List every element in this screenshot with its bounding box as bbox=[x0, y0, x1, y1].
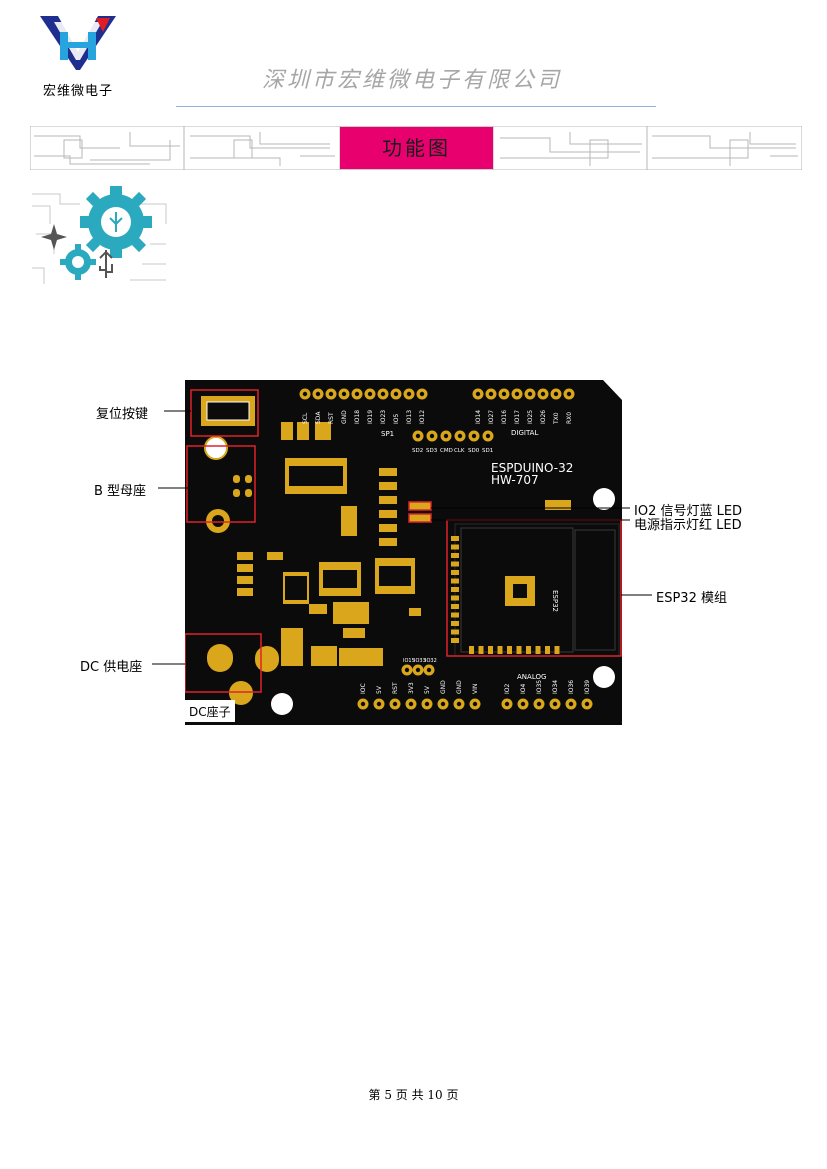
module-pad bbox=[451, 595, 459, 601]
pcb-board: ESP32 DC座子 ESPDUINO-32 HW-707 SP1 DIGITA… bbox=[185, 380, 622, 725]
gears-illustration bbox=[32, 186, 167, 284]
pin-label: 3V3 bbox=[408, 682, 415, 694]
module-pad bbox=[451, 587, 459, 592]
io2-led-highlight bbox=[408, 501, 432, 511]
pin-label: IO16 bbox=[501, 410, 508, 424]
module-pad bbox=[451, 570, 459, 575]
small-gear-icon bbox=[60, 244, 96, 280]
usb-b-callout: B 型母座 bbox=[94, 484, 147, 499]
pin-label: CMD bbox=[440, 448, 453, 454]
pin-label: SD2 bbox=[412, 448, 423, 454]
company-name: 深圳市宏维微电子有限公司 bbox=[262, 68, 563, 93]
pin-label: SCL bbox=[302, 412, 309, 424]
pin-label: SDA bbox=[315, 411, 322, 424]
module-pad bbox=[497, 646, 503, 654]
pin-label: IO23 bbox=[380, 410, 387, 424]
power-led-highlight bbox=[408, 513, 432, 523]
pin-label: TX0 bbox=[553, 412, 560, 425]
pin-label: IO27 bbox=[488, 410, 495, 424]
module-pad bbox=[451, 561, 459, 567]
pin-label: IO19 bbox=[367, 410, 374, 424]
module-pad bbox=[507, 646, 512, 654]
module-pad bbox=[451, 604, 459, 609]
pin-label: IO34 bbox=[552, 680, 559, 694]
pin-label: IO12 bbox=[419, 410, 426, 424]
esp32-callout: ESP32 模组 bbox=[656, 591, 727, 606]
pin-label: IO33 bbox=[414, 658, 426, 664]
pin-label: 5V bbox=[424, 685, 431, 694]
pin-label: IO17 bbox=[514, 410, 521, 424]
pin-label: IO4 bbox=[520, 684, 527, 694]
pin-label: IO25 bbox=[527, 410, 534, 424]
module-pad bbox=[526, 646, 531, 654]
pin-label: IO18 bbox=[354, 410, 361, 424]
pin-label: SD1 bbox=[482, 448, 493, 454]
module-pad bbox=[478, 646, 484, 654]
pin-label: IO32 bbox=[425, 658, 437, 664]
pin-label: CLK bbox=[454, 448, 465, 454]
sparkle-icon bbox=[41, 224, 67, 250]
usb-b-highlight bbox=[186, 445, 256, 523]
reset-button-callout: 复位按键 bbox=[96, 407, 149, 422]
pin-label: IO13 bbox=[406, 410, 413, 424]
pin-label: VIN bbox=[472, 684, 479, 694]
dc-jack-highlight bbox=[185, 633, 262, 693]
pin-label: GND bbox=[341, 410, 348, 424]
module-pad bbox=[451, 553, 459, 558]
module-pad bbox=[488, 646, 493, 654]
sp1-label: SP1 bbox=[381, 430, 394, 438]
pin-label: IO2 bbox=[504, 684, 511, 694]
io2-led-callout: IO2 信号灯蓝 LED bbox=[634, 504, 743, 519]
board-model: HW-707 bbox=[491, 473, 539, 487]
pin-label: 5V bbox=[376, 685, 383, 694]
module-pad bbox=[451, 536, 459, 541]
module-pad bbox=[451, 578, 459, 584]
module-pad bbox=[516, 646, 522, 654]
company-logo bbox=[40, 16, 116, 70]
module-pad bbox=[451, 629, 459, 635]
pin-label: RST bbox=[328, 412, 335, 424]
digital-label: DIGITAL bbox=[511, 429, 538, 437]
pin-label: IO36 bbox=[568, 680, 575, 694]
pin-label: IO26 bbox=[540, 410, 547, 424]
large-gear-icon bbox=[80, 186, 152, 258]
page-number: 第 5 页 共 10 页 bbox=[368, 1088, 459, 1102]
module-pad bbox=[451, 612, 459, 618]
module-pad bbox=[469, 646, 474, 654]
dc-jack-label: DC座子 bbox=[189, 704, 231, 719]
pin-label: GND bbox=[456, 680, 463, 694]
power-led-callout: 电源指示灯红 LED bbox=[634, 518, 742, 533]
dc-jack-callout: DC 供电座 bbox=[80, 660, 143, 675]
section-title: 功能图 bbox=[382, 136, 451, 160]
module-pad bbox=[451, 638, 459, 643]
module-pad bbox=[554, 646, 560, 654]
pin-label: SD0 bbox=[468, 448, 480, 454]
module-pad bbox=[545, 646, 550, 654]
analog-label: ANALOG bbox=[517, 673, 546, 681]
module-pad bbox=[451, 544, 459, 550]
module-label: ESP32 bbox=[551, 590, 559, 612]
header-divider bbox=[176, 106, 656, 107]
pin-label: IO15 bbox=[403, 658, 415, 664]
module-pad bbox=[535, 646, 541, 654]
pin-label: IO39 bbox=[584, 680, 591, 694]
pin-label: RX0 bbox=[566, 412, 573, 424]
pin-label: RST bbox=[392, 682, 399, 694]
pin-label: IOC bbox=[360, 683, 367, 694]
pin-label: SD3 bbox=[426, 448, 438, 454]
reset-highlight bbox=[190, 389, 259, 437]
pin-label: GND bbox=[440, 680, 447, 694]
pin-label: IO14 bbox=[475, 410, 482, 424]
pin-label: IO35 bbox=[536, 680, 543, 694]
board-name: ESPDUINO-32 bbox=[491, 461, 573, 475]
pin-label: IO5 bbox=[393, 414, 400, 424]
section-banner bbox=[30, 126, 802, 170]
logo-text: 宏维微电子 bbox=[42, 84, 113, 99]
module-pad bbox=[451, 621, 459, 626]
usb-icon bbox=[99, 250, 113, 278]
